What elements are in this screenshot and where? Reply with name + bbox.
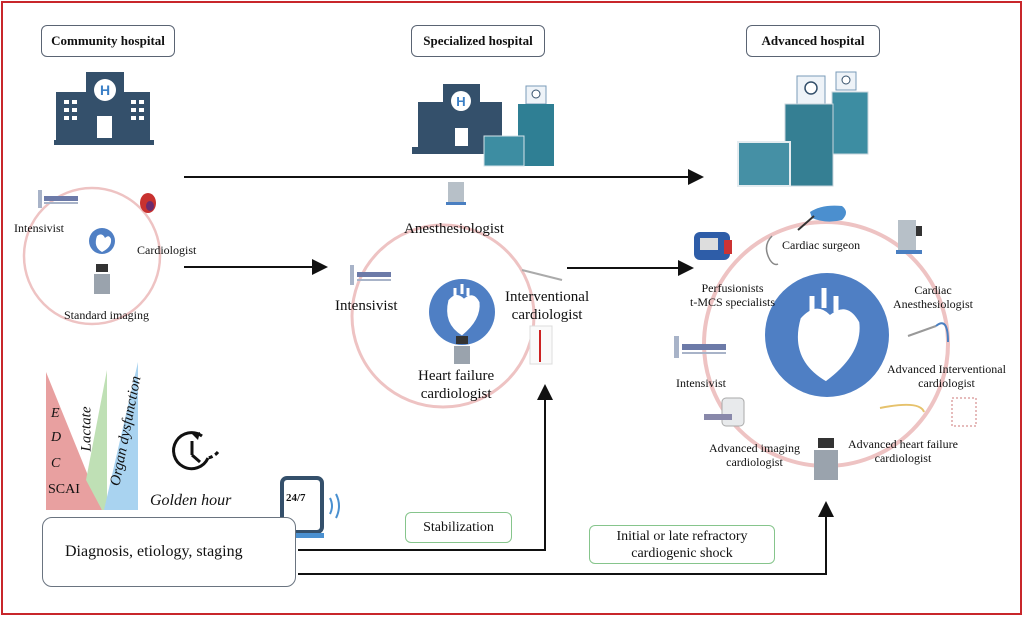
community-imaging-label: Standard imaging [64,308,149,322]
impella-device-icon [907,322,949,343]
advanced-ultrasound-icon [814,438,838,480]
svg-text:H: H [456,94,465,109]
adv-interv-line-1: Advanced Interventional [887,362,1006,376]
heart-failure-cardiologist-label: Heart failure cardiologist [418,367,494,403]
specialized-ring [350,223,536,409]
golden-hour-clock-icon [172,431,220,471]
adv-img-line-1: Advanced imaging [709,441,800,455]
cardiac-anesthesia-machine-icon [896,220,922,254]
letter-d: D [51,430,62,445]
diagnosis-label: Diagnosis, etiology, staging [65,543,243,560]
cardiac-anes-line-1: Cardiac [914,283,952,297]
scalpel-hand-icon [797,205,846,231]
refractory-line-1: Initial or late refractory [616,528,748,544]
hf-line-1: Heart failure [418,368,495,384]
community-hospital-title: Community hospital [41,25,175,57]
organ-triangle [104,362,138,510]
cannula-icon [765,235,779,266]
specialized-hospital-icon: H [412,84,554,167]
vascular-access-icon [529,325,553,365]
arrow-stabilization [298,384,553,551]
specialized-ultrasound-icon [454,336,470,364]
scai-label: SCAI [48,482,80,497]
advanced-bed-icon [674,336,726,358]
lactate-label: Lactate [78,406,95,452]
specialized-bed-icon [350,265,391,285]
community-heart-icon [89,228,115,254]
catheter-icon [521,269,563,281]
svg-text:H: H [100,82,110,98]
specialized-intensivist-label: Intensivist [335,298,398,314]
interventional-cardiologist-label: Interventional cardiologist [505,288,589,324]
advanced-intensivist-label: Intensivist [676,376,726,390]
community-ultrasound-icon [94,264,110,294]
perfusionists-label: Perfusionists t-MCS specialists [690,281,775,309]
hf-line-2: cardiologist [420,386,492,402]
advanced-hospital-icon [737,71,869,187]
community-cardiologist-label: Cardiologist [137,243,197,257]
advanced-hospital-title: Advanced hospital [746,25,880,57]
specialized-anesthesiologist-label: Anesthesiologist [404,221,504,237]
community-ring [22,186,162,326]
specialized-hospital-title: Specialized hospital [411,25,545,57]
diagnosis-box: Diagnosis, etiology, staging [42,517,296,587]
adv-hf-line-1: Advanced heart failure [848,437,958,451]
letter-c: C [51,456,61,471]
community-anatomical-heart-icon [140,193,156,213]
advanced-hf-label: Advanced heart failure cardiologist [848,437,958,465]
lvad-device-icon [879,397,977,427]
interventional-line-2: cardiologist [511,307,583,323]
cardiac-surgeon-label: Cardiac surgeon [782,238,861,252]
refractory-shock-box: Initial or late refractory cardiogenic s… [589,525,775,564]
cardiac-anes-line-2: Anesthesiologist [893,297,973,311]
specialized-heart-icon [429,279,495,345]
stabilization-box: Stabilization [405,512,512,543]
stabilization-label: Stabilization [423,520,494,535]
community-hospital-icon: H [54,72,154,145]
advanced-imaging-label: Advanced imaging cardiologist [709,441,800,469]
community-intensivist-label: Intensivist [14,221,64,235]
availability-label: 24/7 [286,492,306,504]
golden-hour-label: Golden hour [150,492,232,509]
lactate-triangle [86,370,107,510]
ecmo-pump-icon [694,232,732,260]
anesthesia-machine-icon [446,182,466,205]
adv-img-line-2: cardiologist [726,455,783,469]
refractory-line-2: cardiogenic shock [631,545,733,561]
adv-interv-line-2: cardiologist [918,376,975,390]
letter-e: E [51,406,60,421]
cardiac-anesthesiologist-label: Cardiac Anesthesiologist [893,283,973,311]
adv-hf-line-2: cardiologist [874,451,932,465]
arrow-refractory-shock [298,501,834,575]
advanced-heart-icon [765,273,889,397]
community-bed-icon [38,190,78,208]
advanced-interventional-label: Advanced Interventional cardiologist [887,362,1006,390]
perfusion-line-1: Perfusionists [701,281,764,295]
interventional-line-1: Interventional [505,289,590,305]
perfusion-line-2: t-MCS specialists [690,295,776,309]
ct-scanner-icon [704,397,745,427]
